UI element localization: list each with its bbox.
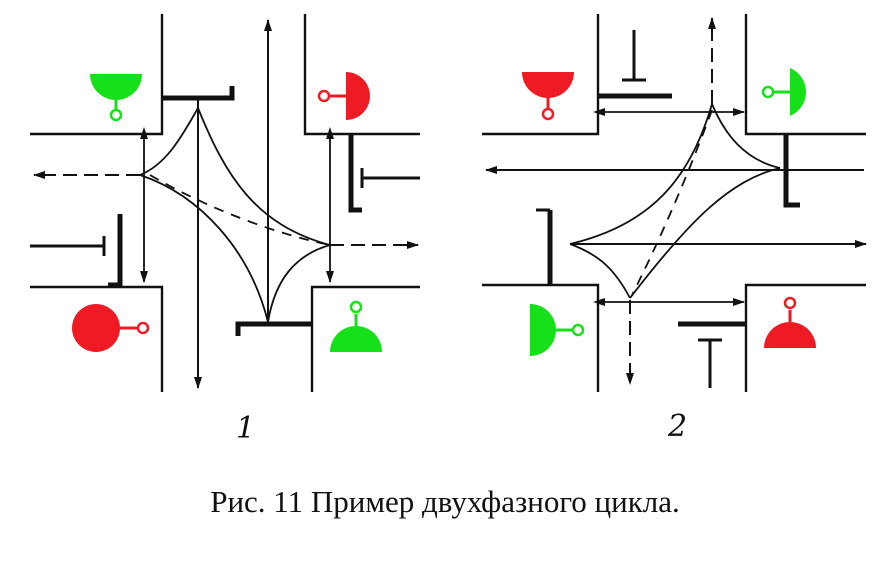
path-curve-1 <box>629 167 781 299</box>
path-curve-1 <box>197 107 331 246</box>
stop-sign-west <box>30 236 106 256</box>
dashed-diagonal <box>149 174 331 246</box>
panel-number-2: 2 <box>668 409 688 444</box>
traffic-signal-icon <box>530 304 585 356</box>
stop-line-south <box>235 321 312 336</box>
traffic-signal-icon <box>764 296 816 348</box>
traffic-signal-icon <box>72 304 150 352</box>
path-curve-4 <box>139 174 269 323</box>
curb-corner-top-left <box>30 14 164 136</box>
stop-sign-east <box>360 168 420 188</box>
traffic-signal-icon <box>761 68 807 116</box>
stop-line-east <box>783 134 800 208</box>
traffic-signal-icon <box>90 74 142 122</box>
traffic-signal-icon <box>317 72 370 120</box>
curb-corner-top-left <box>482 14 600 136</box>
curb-corner-bottom-right <box>310 285 420 392</box>
curb-corner-bottom-left <box>482 283 600 392</box>
path-curve-2 <box>139 107 199 176</box>
dashed-diagonal <box>631 109 713 296</box>
traffic-signal-icon <box>522 72 574 121</box>
stop-line-north <box>162 86 235 101</box>
path-curve-4 <box>569 243 631 299</box>
stop-sign-south <box>698 338 722 388</box>
intersection-panel-2 <box>482 14 867 392</box>
panel-number-1: 1 <box>236 411 256 446</box>
stop-line-east <box>348 134 362 213</box>
path-curve-3 <box>267 244 331 323</box>
curb-corner-top-right <box>744 14 866 136</box>
stop-sign-north <box>622 30 646 82</box>
curb-corner-top-right <box>303 14 420 136</box>
traffic-signal-icon <box>330 300 382 352</box>
curb-corner-bottom-left <box>30 285 164 392</box>
path-curve-3 <box>569 103 713 245</box>
intersection-panel-1 <box>30 14 420 392</box>
figure-caption: Рис. 11 Пример двухфазного цикла. <box>210 484 680 519</box>
curb-corner-bottom-right <box>744 283 866 392</box>
stop-line-west <box>108 214 123 288</box>
